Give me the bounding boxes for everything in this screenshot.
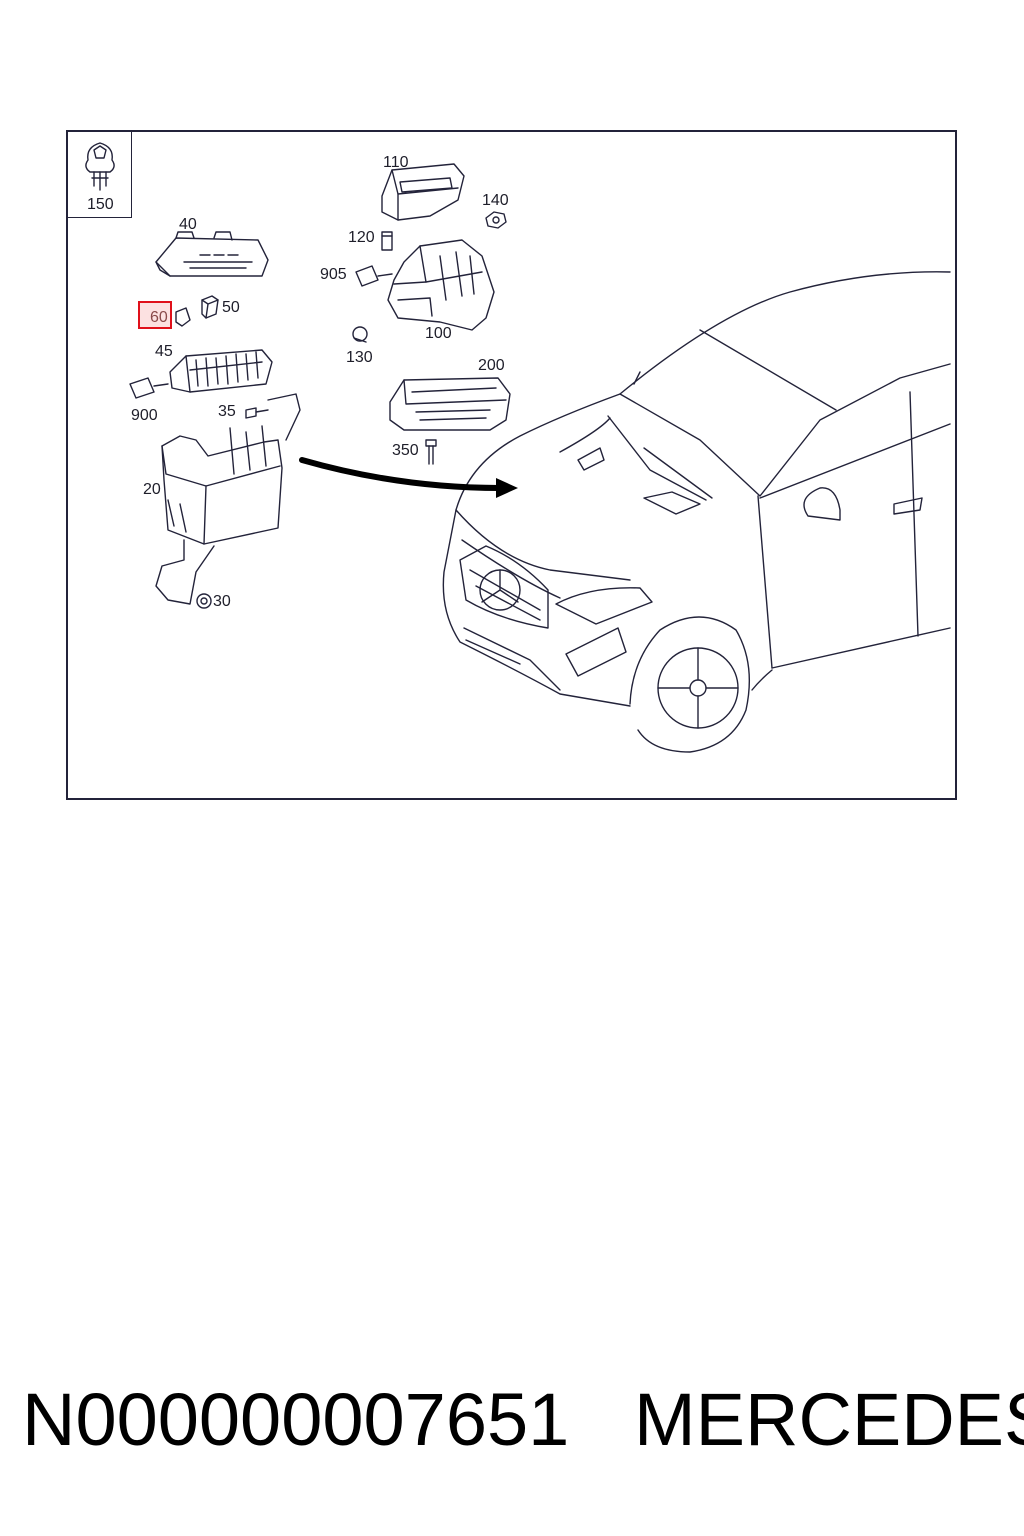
brand-name: MERCEDES	[634, 1378, 1024, 1461]
callout-40: 40	[179, 216, 197, 233]
relay-60	[175, 307, 191, 327]
callout-inset-150: 150	[87, 196, 114, 213]
callout-35: 35	[218, 403, 236, 420]
callout-350: 350	[392, 442, 419, 459]
inset-box	[66, 130, 132, 218]
callout-100: 100	[425, 325, 452, 342]
callout-110: 110	[383, 154, 409, 171]
part-number: N000000007651	[22, 1378, 570, 1461]
vehicle-outline	[442, 271, 951, 753]
fuse-box-cover-40	[155, 231, 269, 277]
nut-140	[485, 211, 507, 229]
callout-50: 50	[222, 299, 240, 316]
callout-120: 120	[348, 229, 375, 246]
highlight-box	[138, 301, 172, 329]
control-unit-200	[389, 377, 511, 431]
callout-45: 45	[155, 343, 173, 360]
clip-part-150	[85, 142, 115, 191]
module-cover-110	[381, 163, 465, 221]
relay-50	[201, 295, 219, 319]
callout-130: 130	[346, 349, 373, 366]
nut-30	[196, 593, 212, 609]
connector-905	[355, 265, 393, 287]
callout-900: 900	[131, 407, 158, 424]
location-arrow	[299, 457, 518, 498]
diagram-frame	[66, 130, 957, 800]
holder-tray-20	[155, 393, 301, 605]
callout-30: 30	[213, 593, 231, 610]
plug-130	[352, 326, 368, 343]
callout-905: 905	[320, 266, 347, 283]
callout-200: 200	[478, 357, 505, 374]
module-100	[387, 239, 495, 331]
screw-35	[245, 407, 269, 419]
pin-120	[381, 231, 393, 251]
connector-900	[129, 377, 169, 399]
fuse-box-45	[169, 349, 273, 393]
footer: N000000007651 MERCEDES	[0, 1375, 1024, 1475]
callout-60: 60	[150, 309, 168, 326]
exploded-parts-diagram	[85, 142, 951, 753]
bolt-350	[425, 439, 437, 465]
callout-140: 140	[482, 192, 509, 209]
callout-20: 20	[143, 481, 161, 498]
